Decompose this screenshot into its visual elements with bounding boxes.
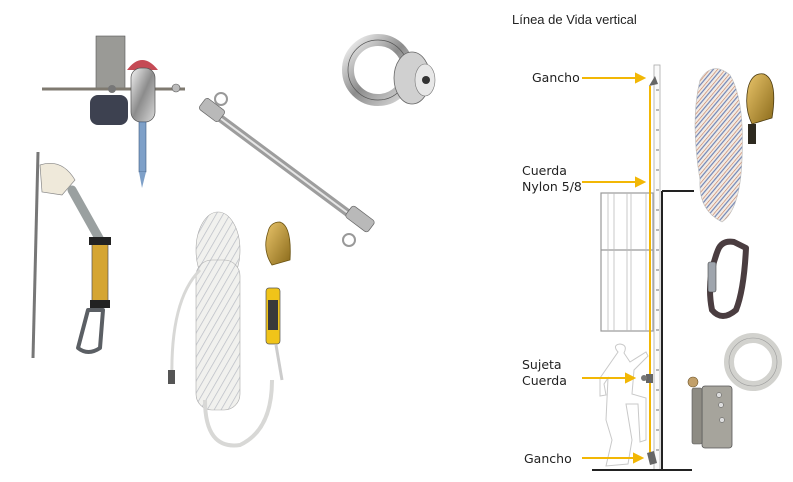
label-text: Gancho <box>532 70 580 85</box>
label-text-line1: Sujeta <box>522 357 562 372</box>
label-text-line2: Cuerda <box>522 373 567 388</box>
eye-nut-image <box>342 34 436 106</box>
top-hook-icon <box>649 76 658 86</box>
label-sujeta-cuerda: Sujeta Cuerda <box>522 357 567 389</box>
label-gancho-top: Gancho <box>532 70 580 86</box>
carabiner-image <box>707 238 749 319</box>
label-text: Gancho <box>524 451 572 466</box>
label-gancho-bottom: Gancho <box>524 451 572 467</box>
rail <box>653 64 661 471</box>
climber-outline <box>599 343 649 467</box>
vertical-lifeline-diagram <box>582 64 694 471</box>
rope-grab-image <box>687 333 782 449</box>
label-cuerda: Cuerda Nylon 5/8 <box>522 163 582 195</box>
bottom-hook-icon <box>647 451 657 465</box>
label-text-line2: Nylon 5/8 <box>522 179 582 194</box>
rope-lifeline-kit-image <box>168 211 291 448</box>
rope-grab-lanyard-image <box>31 151 111 359</box>
diagram-title: Línea de Vida vertical <box>512 12 637 27</box>
turnbuckle-image <box>199 92 375 247</box>
cable-shuttle-anchor-image <box>42 35 185 188</box>
rope-grab-icon <box>646 374 653 383</box>
label-text-line1: Cuerda <box>522 163 567 178</box>
nylon-rope-coil-image <box>694 68 775 223</box>
